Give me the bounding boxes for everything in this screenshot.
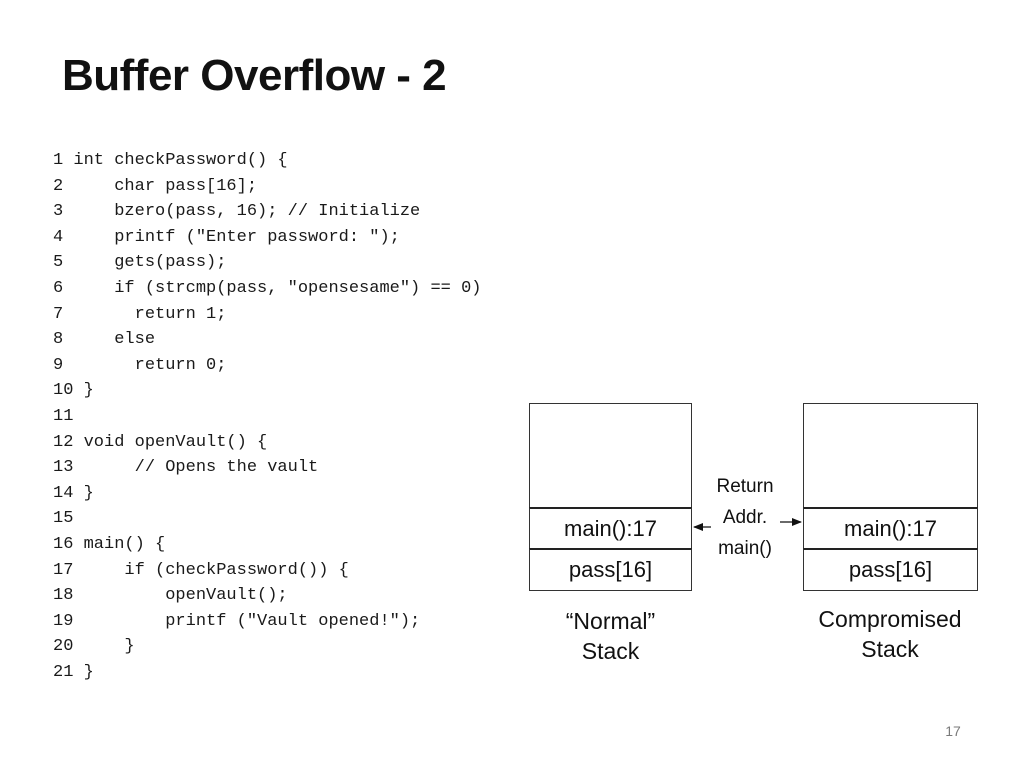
code-line: 17 if (checkPassword()) { xyxy=(53,560,349,580)
normal-stack-caption: “Normal” Stack xyxy=(529,606,692,666)
compromised-stack-upper-frame xyxy=(803,403,978,509)
code-line: 18 openVault(); xyxy=(53,586,288,606)
code-line: 13 // Opens the vault xyxy=(53,458,319,478)
code-line: 16 main() { xyxy=(53,534,166,554)
code-line: 3 bzero(pass, 16); // Initialize xyxy=(53,202,421,222)
compromised-stack-caption-line2: Stack xyxy=(861,636,919,662)
normal-stack-caption-line2: Stack xyxy=(581,638,640,664)
code-line: 7 return 1; xyxy=(53,304,227,324)
code-line: 8 else xyxy=(53,330,156,350)
code-line: 1 int checkPassword() { xyxy=(53,151,288,170)
code-line: 4 printf ("Enter password: "); xyxy=(53,227,400,247)
compromised-stack-caption: Compromised Stack xyxy=(790,604,990,664)
code-line: 9 return 0; xyxy=(53,355,227,375)
compromised-stack-return-cell: main():17 xyxy=(803,507,978,549)
compromised-stack-caption-line1: Compromised xyxy=(818,606,962,632)
normal-stack-buffer-cell: pass[16] xyxy=(529,548,692,591)
code-line: 5 gets(pass); xyxy=(53,253,227,273)
code-line: 10 } xyxy=(53,381,94,401)
code-line: 6 if (strcmp(pass, "opensesame") == 0) xyxy=(53,278,482,298)
code-line: 11 xyxy=(53,406,74,426)
code-line: 2 char pass[16]; xyxy=(53,176,258,196)
return-address-label-line1: Return xyxy=(716,476,774,497)
page-number: 17 xyxy=(945,723,961,739)
slide-title: Buffer Overflow - 2 xyxy=(62,51,447,100)
normal-stack-caption-line1: “Normal” xyxy=(565,608,656,634)
return-address-label-line3: main() xyxy=(718,538,772,559)
normal-stack-upper-frame xyxy=(529,403,692,509)
normal-stack-return-cell: main():17 xyxy=(529,507,692,549)
return-address-label-line2: Addr. xyxy=(722,507,768,528)
code-line: 19 printf ("Vault opened!"); xyxy=(53,611,421,631)
code-line: 20 } xyxy=(53,637,135,657)
code-line: 21 } xyxy=(53,662,94,682)
code-line: 14 } xyxy=(53,483,94,503)
code-listing: 1 int checkPassword() { 2 char pass[16];… xyxy=(53,148,481,685)
compromised-stack-buffer-cell: pass[16] xyxy=(803,548,978,591)
code-line: 12 void openVault() { xyxy=(53,432,268,452)
return-address-label: Return Addr. main() xyxy=(700,471,790,564)
code-line: 15 xyxy=(53,509,74,529)
